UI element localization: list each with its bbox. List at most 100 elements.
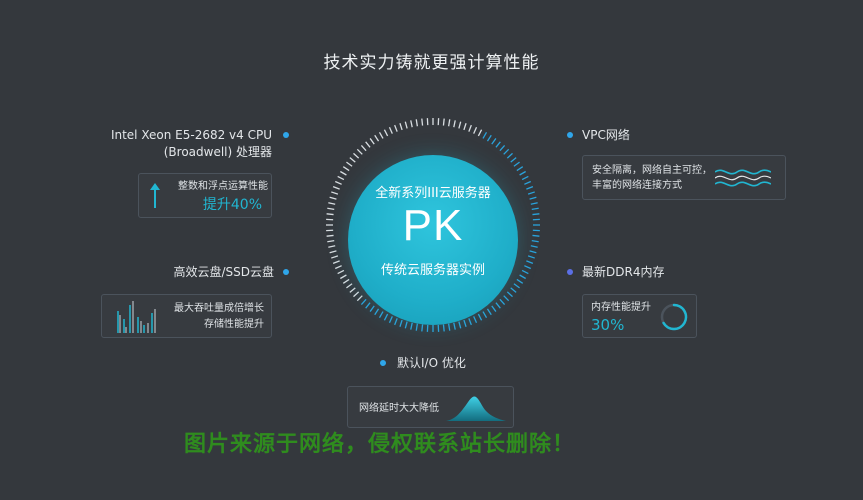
dial-tick (486, 308, 492, 316)
dial-tick (342, 166, 350, 172)
dial-tick (442, 118, 445, 126)
disk-card: 最大吞吐量成倍增长 存储性能提升 (101, 294, 272, 338)
dial-tick (331, 255, 339, 259)
cpu-feature-label: Intel Xeon E5-2682 v4 CPU (Broadwell) 处理… (100, 127, 272, 161)
dial-tick (332, 260, 340, 264)
dial-tick (342, 278, 350, 284)
vpc-card: 安全隔离，网络自主可控， 丰富的网络连接方式 (582, 155, 786, 200)
dial-tick (421, 118, 424, 126)
dial-tick (353, 291, 360, 298)
dial-tick (468, 318, 472, 326)
dial-tick (410, 120, 413, 128)
dial-tick (516, 166, 524, 172)
dial-tick (495, 302, 501, 309)
disk-card-line2: 存储性能提升 (204, 319, 264, 330)
dial-tick (526, 260, 534, 264)
dial-tick (442, 324, 445, 332)
dial-tick (468, 124, 472, 132)
dial-tick (491, 138, 497, 145)
dial-tick (486, 134, 492, 142)
dial-tick (524, 180, 532, 185)
dial-tick (378, 132, 384, 139)
cpu-card-desc: 整数和浮点运算性能 (178, 181, 268, 192)
dial-tick (519, 170, 526, 176)
center-bottom-text: 传统云服务器实例 (380, 263, 485, 278)
dial-tick (513, 161, 520, 167)
page-title: 技术实力铸就更强计算性能 (323, 53, 540, 73)
vpc-feature-label: VPC网络 (582, 128, 630, 142)
dial-tick (453, 322, 456, 330)
cpu-label-line2: (Broadwell) 处理器 (163, 145, 272, 159)
cpu-label-line1: Intel Xeon E5-2682 v4 CPU (110, 128, 272, 142)
ddr4-feature-label: 最新DDR4内存 (582, 265, 665, 279)
ddr4-card-value: 30% (591, 316, 625, 334)
dial-tick (524, 265, 532, 270)
watermark-text: 图片来源于网络，侵权联系站长删除！ (184, 432, 576, 457)
center-badge: 全新系列III云服务器 PK 传统云服务器实例 (348, 155, 518, 325)
dial-tick (527, 255, 535, 259)
dial-tick (463, 319, 467, 327)
dial-tick (394, 318, 398, 326)
dial-tick (340, 170, 347, 176)
dial-tick (463, 123, 467, 131)
dial-tick (394, 124, 398, 132)
disk-feature-label: 高效云盘/SSD云盘 (173, 265, 274, 279)
dial-tick (458, 121, 462, 129)
ddr4-card: 内存性能提升 30% (582, 294, 697, 338)
dial-tick (349, 287, 356, 293)
dial-tick (506, 152, 513, 159)
dial-tick (349, 157, 356, 163)
disk-dot (283, 269, 289, 275)
dial-tick (404, 121, 408, 129)
dial-tick (374, 134, 380, 142)
dial-tick (331, 191, 339, 195)
dial-tick (510, 157, 517, 163)
dial-tick (495, 141, 501, 148)
dial-tick (399, 123, 403, 131)
dial-tick (332, 186, 340, 190)
center-top-text: 全新系列III云服务器 (375, 186, 491, 201)
dial-tick (383, 129, 389, 137)
io-dot (380, 360, 386, 366)
dial-tick (326, 213, 334, 216)
dial-tick (327, 240, 335, 243)
dial-tick (334, 265, 342, 270)
dial-tick (360, 145, 367, 152)
vpc-dot (567, 132, 573, 138)
arrow-up-icon (150, 183, 160, 208)
dial-tick (328, 245, 336, 248)
dial-tick (356, 148, 363, 155)
dial-tick (337, 269, 345, 275)
dial-tick (360, 298, 367, 305)
io-feature-label: 默认I/O 优化 (397, 356, 466, 370)
dial-tick (526, 186, 534, 190)
dial-tick (328, 202, 336, 205)
vpc-card-line1: 安全隔离，网络自主可控， (592, 165, 712, 176)
dial-tick (374, 308, 380, 316)
network-wave-icon (715, 169, 771, 187)
dial-tick (340, 274, 347, 280)
memory-gauge-icon (660, 303, 688, 331)
dial-tick (399, 319, 403, 327)
dial-tick (521, 269, 529, 275)
dial-tick (337, 175, 345, 181)
dial-tick (448, 119, 451, 127)
dial-tick (529, 250, 537, 254)
dial-ring (326, 118, 540, 332)
dial-tick (532, 213, 540, 216)
dial-tick (506, 291, 513, 298)
throughput-bars-icon (117, 301, 156, 333)
dial-tick (353, 152, 360, 159)
dial-tick (365, 302, 371, 309)
dial-tick (326, 234, 334, 237)
dial-tick (499, 298, 506, 305)
dial-tick (521, 175, 529, 181)
dial-tick (388, 126, 393, 134)
dial-tick (477, 313, 483, 321)
dial-tick (365, 141, 371, 148)
dial-tick (529, 196, 537, 200)
dial-tick (531, 207, 539, 210)
dial-tick (383, 313, 389, 321)
dial-tick (388, 316, 393, 324)
cpu-card-value: 提升40% (202, 197, 262, 213)
